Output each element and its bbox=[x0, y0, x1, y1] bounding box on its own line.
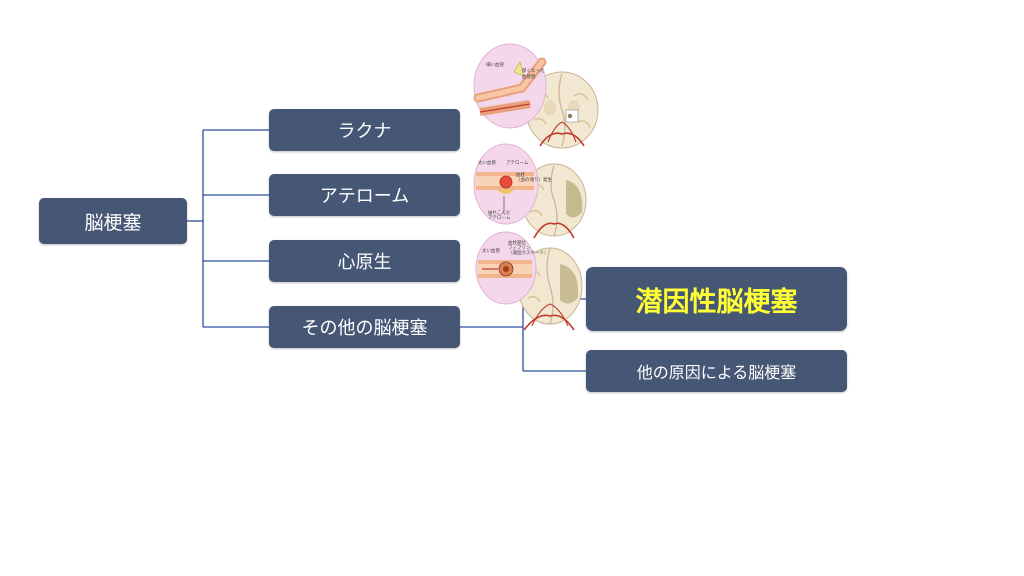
cardio-label-1: 太い血管 bbox=[482, 247, 500, 254]
cardio-label-2: 血栓部位 bbox=[508, 239, 526, 246]
node-cryptogenic-infarction: 潜因性脳梗塞 bbox=[586, 267, 847, 331]
node-lacunar-label: ラクナ bbox=[337, 121, 392, 142]
node-lacunar: ラクナ bbox=[269, 109, 460, 151]
vessel-close-up-icon: 太い血管 血栓部位 フィブリン （凝固カスケード） bbox=[475, 231, 549, 305]
node-other-infarction-label: その他の脳梗塞 bbox=[301, 318, 428, 339]
root-node-cerebral-infarction: 脳梗塞 bbox=[39, 198, 187, 244]
brain-cross-section-icon bbox=[525, 71, 599, 149]
athero-label-1: 太い血管 bbox=[478, 159, 496, 166]
lacunar-illustration: 細い血管 厚くなった 血管壁 bbox=[473, 43, 599, 149]
node-atherothrombotic: アテローム bbox=[269, 174, 460, 216]
athero-label-5: 破れこんだ bbox=[488, 209, 511, 216]
node-other-determined-cause: 他の原因による脳梗塞 bbox=[586, 350, 847, 392]
atherothrombotic-illustration: 太い血管 アテローム 血栓 （血の塊り）発生 破れこんだ アテローム bbox=[473, 143, 587, 239]
lacunar-label-1: 細い血管 bbox=[486, 61, 504, 68]
athero-label-4: （血の塊り）発生 bbox=[516, 176, 552, 183]
root-node-label: 脳梗塞 bbox=[84, 211, 142, 234]
node-cardioembolic: 心原生 bbox=[269, 240, 460, 282]
athero-label-2: アテローム bbox=[506, 160, 529, 166]
lacunar-label-2: 厚くなった bbox=[522, 67, 545, 74]
vessel-close-up-icon: 太い血管 アテローム 血栓 （血の塊り）発生 破れこんだ アテローム bbox=[473, 143, 552, 225]
node-cryptogenic-label: 潜因性脳梗塞 bbox=[635, 286, 798, 318]
cardioembolic-illustration: 太い血管 血栓部位 フィブリン （凝固カスケード） bbox=[475, 231, 583, 331]
athero-label-3: 血栓 bbox=[516, 171, 525, 178]
node-cardioembolic-label: 心原生 bbox=[337, 252, 392, 273]
node-other-infarction: その他の脳梗塞 bbox=[269, 306, 460, 348]
node-other-determined-cause-label: 他の原因による脳梗塞 bbox=[636, 363, 797, 382]
athero-label-6: アテローム bbox=[488, 215, 511, 221]
vessel-close-up-icon: 細い血管 厚くなった 血管壁 bbox=[473, 43, 547, 129]
cardio-label-4: （凝固カスケード） bbox=[508, 249, 549, 256]
lacunar-label-3: 血管壁 bbox=[522, 73, 536, 80]
cardio-label-3: フィブリン bbox=[508, 244, 531, 251]
node-atherothrombotic-label: アテローム bbox=[319, 186, 410, 207]
